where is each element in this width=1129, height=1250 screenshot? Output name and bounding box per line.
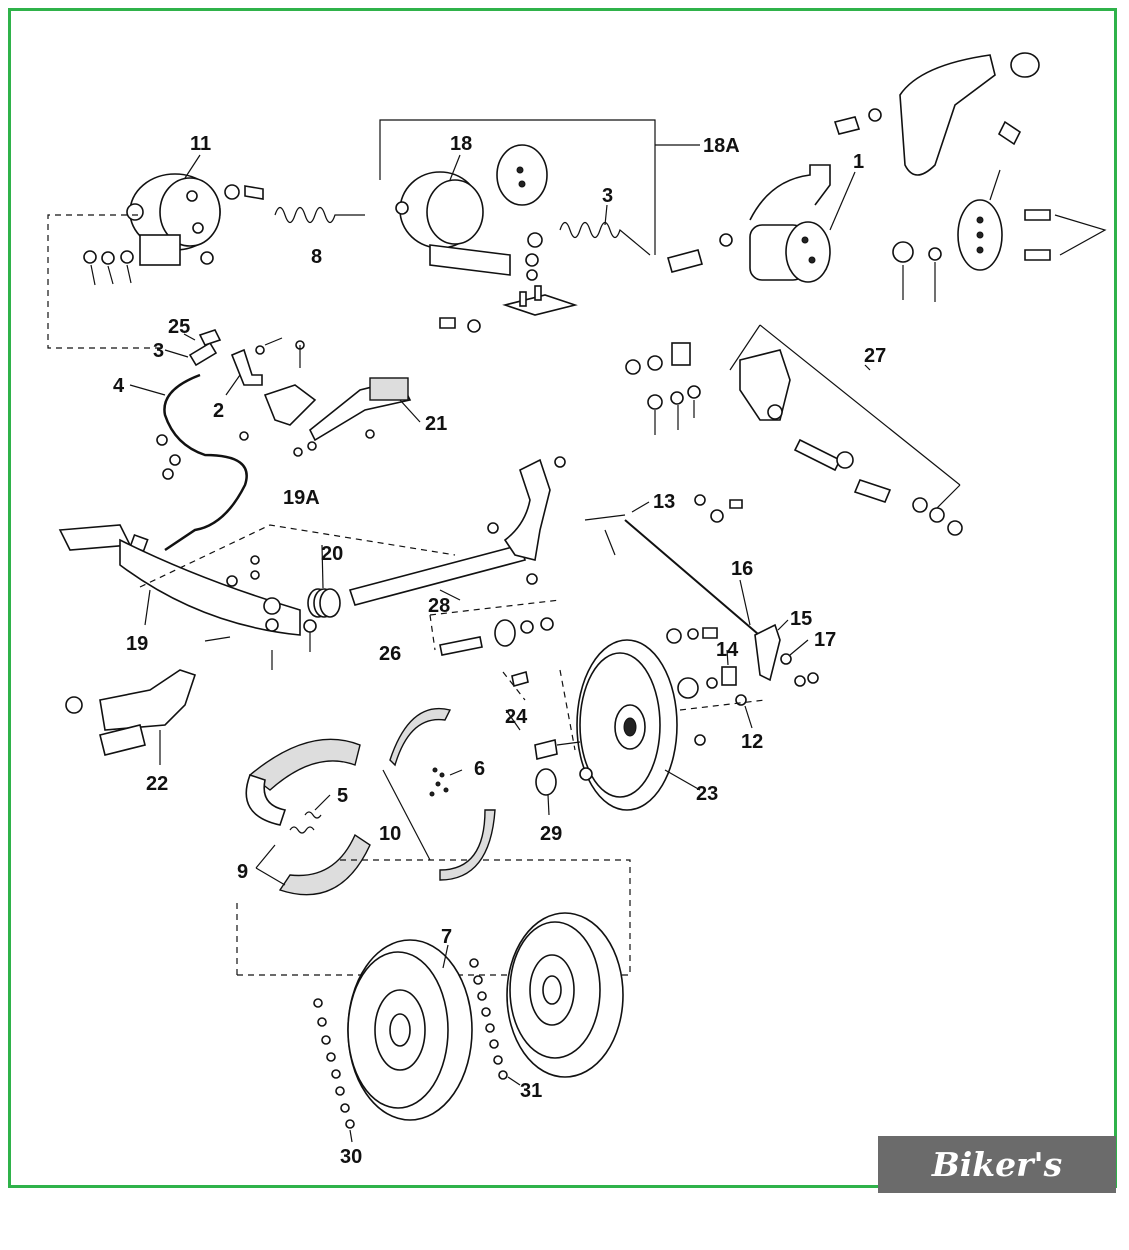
part-10-brake-lining	[389, 708, 496, 881]
part-2-25-21-drawing	[188, 329, 412, 457]
bracket-27	[729, 324, 961, 511]
label-5: 5	[337, 785, 348, 807]
part-31-nuts	[469, 958, 508, 1080]
leader-10	[382, 769, 431, 861]
label-7: 7	[441, 926, 452, 948]
label-24: 24	[505, 706, 528, 728]
part-11-drawing	[83, 173, 264, 286]
label-12: 12	[741, 731, 763, 753]
label-16: 16	[731, 558, 753, 580]
label-20: 20	[321, 543, 343, 565]
label-11: 11	[190, 133, 211, 155]
parts-12-17-drawing	[584, 494, 819, 706]
part-1-drawing	[667, 164, 831, 283]
label-6: 6	[474, 758, 485, 780]
label-19A: 19A	[283, 487, 320, 509]
part-23-backing-plate	[576, 639, 706, 811]
label-17: 17	[814, 629, 836, 651]
label-2: 2	[213, 400, 224, 422]
part-20-spring	[307, 588, 341, 618]
part-24-29-drawing	[502, 669, 593, 796]
label-1: 1	[853, 151, 864, 173]
label-25: 25	[168, 316, 190, 338]
label-28: 28	[428, 595, 450, 617]
dashed-19A	[139, 524, 456, 588]
label-27: 27	[864, 345, 886, 367]
label-8: 8	[311, 246, 322, 268]
part-number-labels: 11 18 18A 1 3 8 25 3 27 4 2 21 19A 13 20…	[113, 133, 886, 1168]
part-7-brake-drum	[506, 912, 624, 1078]
top-right-bracket-drawing	[833, 52, 1107, 302]
part-28-shaft	[348, 456, 566, 606]
label-3-top: 3	[602, 185, 613, 207]
label-22: 22	[146, 773, 168, 795]
label-3-left: 3	[153, 340, 164, 362]
label-10: 10	[379, 823, 401, 845]
part-4-cable	[163, 373, 248, 552]
diagram-frame	[8, 8, 1117, 1188]
part-22-drawing	[65, 669, 197, 756]
part-27-drawing	[625, 342, 963, 536]
part-19-brake-pedal	[58, 524, 317, 670]
label-13: 13	[653, 491, 675, 513]
part-18-drawing	[395, 144, 651, 333]
label-29: 29	[540, 823, 562, 845]
label-23: 23	[696, 783, 718, 805]
part-26-drawing	[439, 617, 554, 656]
label-26: 26	[379, 643, 401, 665]
dashed-link-11-3	[47, 214, 160, 349]
label-31: 31	[520, 1080, 542, 1102]
label-14: 14	[716, 639, 739, 661]
leader-lines	[129, 154, 871, 1143]
label-18A: 18A	[703, 135, 740, 157]
dashed-26	[429, 599, 766, 711]
label-30: 30	[340, 1146, 362, 1168]
bracket-18A	[379, 119, 656, 255]
watermark-logo: Biker's Store	[878, 1136, 1116, 1241]
label-19: 19	[126, 633, 148, 655]
part-8-spring	[274, 206, 365, 224]
label-15: 15	[790, 608, 812, 630]
label-18: 18	[450, 133, 472, 155]
dashed-shoes	[236, 859, 631, 976]
label-9: 9	[237, 861, 248, 883]
exploded-parts-diagram: 11 18 18A 1 3 8 25 3 27 4 2 21 19A 13 20…	[47, 52, 1107, 1168]
part-7-sprocket-drum	[347, 939, 473, 1121]
label-4: 4	[113, 375, 125, 397]
part-30-bolts	[313, 998, 355, 1129]
part-5-9-brake-shoes	[245, 738, 371, 896]
label-21: 21	[425, 413, 447, 435]
